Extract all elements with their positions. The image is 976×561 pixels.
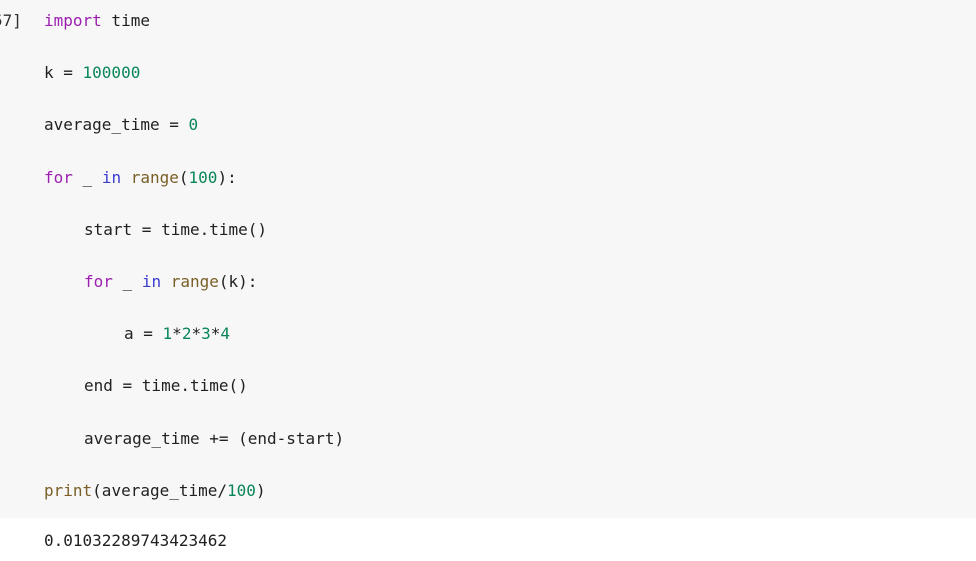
code-token: for bbox=[84, 272, 113, 291]
cell-output: 0.01032289743423462 bbox=[44, 531, 228, 550]
code-token: end = time.time() bbox=[84, 376, 248, 396]
code-token: import bbox=[44, 11, 102, 30]
code-token: 4 bbox=[220, 324, 231, 344]
code-token: time bbox=[101, 11, 150, 30]
code-line[interactable]: a = 1*2*3*4 bbox=[124, 323, 230, 345]
code-token: 100000 bbox=[82, 63, 141, 83]
code-token: 2 bbox=[181, 324, 192, 344]
code-line[interactable]: average_time = 0 bbox=[44, 114, 198, 136]
code-token: (average_time/ bbox=[92, 480, 228, 500]
code-token bbox=[161, 272, 171, 291]
code-line[interactable]: for _ in range(k): bbox=[84, 271, 257, 293]
code-line[interactable]: end = time.time() bbox=[84, 375, 248, 397]
execution-count-prompt: 57] bbox=[0, 11, 22, 30]
code-token: (k): bbox=[218, 272, 258, 291]
code-token: ( bbox=[178, 167, 189, 187]
code-token: _ bbox=[112, 272, 142, 291]
code-token: average_time = bbox=[44, 115, 189, 135]
code-token: average_time += (end-start) bbox=[84, 428, 345, 448]
code-line[interactable]: start = time.time() bbox=[84, 219, 267, 241]
code-line[interactable]: for _ in range(100): bbox=[44, 167, 237, 189]
code-line[interactable]: average_time += (end-start) bbox=[84, 428, 344, 450]
code-line[interactable]: import time bbox=[44, 10, 150, 32]
code-token: range bbox=[130, 167, 179, 187]
code-token: 1 bbox=[162, 324, 173, 344]
code-token: * bbox=[172, 324, 182, 344]
code-token: print bbox=[44, 480, 93, 500]
code-token: in bbox=[141, 272, 162, 291]
code-token: in bbox=[101, 167, 122, 187]
code-token: start = time.time() bbox=[84, 219, 268, 239]
code-token: for bbox=[44, 167, 73, 187]
code-token: _ bbox=[72, 167, 102, 187]
code-token: k = bbox=[44, 63, 83, 83]
code-token: * bbox=[210, 324, 221, 344]
code-token: 3 bbox=[201, 324, 211, 344]
code-line[interactable]: print(average_time/100) bbox=[44, 480, 266, 502]
code-token: 0 bbox=[188, 115, 199, 135]
code-token: ) bbox=[255, 480, 266, 500]
code-token: ): bbox=[217, 167, 237, 187]
code-token: 100 bbox=[227, 480, 256, 500]
code-token: a = bbox=[124, 324, 163, 344]
code-token: * bbox=[191, 324, 202, 344]
code-token: range bbox=[170, 272, 219, 291]
code-token: 100 bbox=[188, 167, 218, 187]
code-cell[interactable]: 57] import time k = 100000 average_time = … bbox=[0, 0, 976, 518]
code-line[interactable]: k = 100000 bbox=[44, 62, 140, 84]
code-token bbox=[121, 168, 131, 187]
